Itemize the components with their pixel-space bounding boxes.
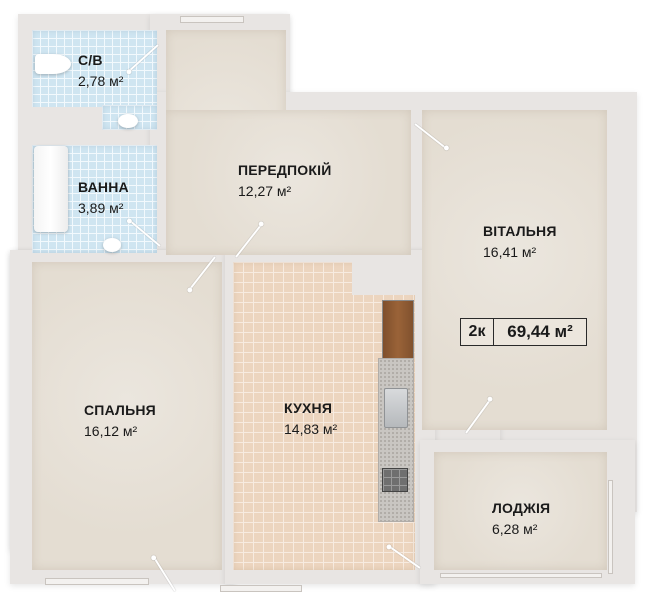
room-label-bedroom: СПАЛЬНЯ 16,12 м² (84, 402, 156, 439)
room-label-kitchen: КУХНЯ 14,83 м² (284, 400, 337, 437)
room-hall-extension (166, 110, 411, 255)
kitchen-sink-icon (384, 388, 408, 428)
window-loggia-side (608, 480, 613, 574)
room-label-loggia: ЛОДЖІЯ 6,28 м² (492, 500, 550, 537)
room-name: ПЕРЕДПОКІЙ (238, 162, 332, 178)
countertop-wood (382, 300, 414, 360)
room-name: ВІТАЛЬНЯ (483, 223, 557, 239)
sink-icon (118, 114, 138, 128)
window-bedroom (45, 578, 149, 585)
room-name: СПАЛЬНЯ (84, 402, 156, 418)
room-loggia (434, 452, 607, 570)
countertop-granite (378, 358, 414, 522)
window-hall-top (180, 16, 244, 23)
room-label-hall: ПЕРЕДПОКІЙ 12,27 м² (238, 162, 332, 199)
apartment-summary-badge: 2к 69,44 м² (460, 318, 587, 346)
bathtub-icon (34, 146, 68, 232)
apartment-type: 2к (461, 319, 494, 345)
window-kitchen (220, 585, 302, 592)
room-name: ЛОДЖІЯ (492, 500, 551, 516)
total-area: 69,44 м² (507, 322, 573, 341)
sink-icon-bath (103, 238, 121, 252)
room-area: 3,89 м² (78, 200, 124, 216)
room-area: 12,27 м² (238, 183, 292, 199)
toilet-icon (35, 54, 71, 74)
room-area: 2,78 м² (78, 73, 124, 89)
room-wc-cut (32, 107, 102, 132)
wall-kitchen-pillar (352, 255, 422, 295)
room-label-wc: С/В 2,78 м² (78, 52, 123, 89)
room-area: 16,41 м² (483, 244, 537, 260)
stove-icon (382, 468, 408, 492)
room-bedroom (32, 262, 222, 570)
room-area: 14,83 м² (284, 421, 338, 437)
room-label-living: ВІТАЛЬНЯ 16,41 м² (483, 223, 557, 260)
room-name: ВАННА (78, 179, 129, 195)
room-area: 6,28 м² (492, 521, 538, 537)
room-living (422, 110, 607, 430)
room-area: 16,12 м² (84, 423, 138, 439)
room-label-bath: ВАННА 3,89 м² (78, 179, 129, 216)
room-name: КУХНЯ (284, 400, 333, 416)
window-loggia (440, 573, 602, 578)
room-name: С/В (78, 52, 103, 68)
